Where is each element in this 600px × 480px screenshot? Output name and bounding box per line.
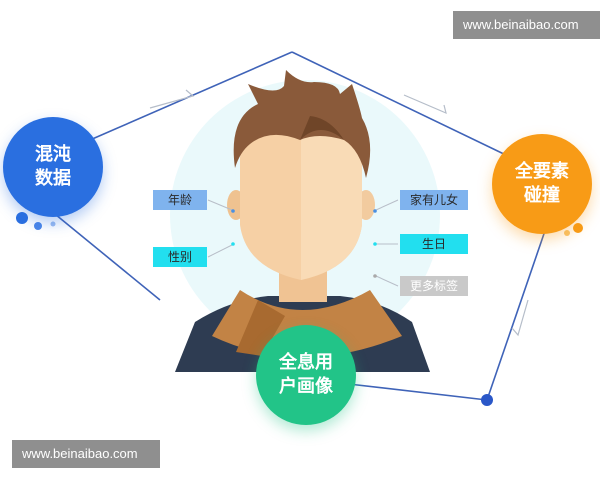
dot-navy	[481, 394, 493, 406]
circle-bottom-line1: 全息用	[279, 352, 333, 373]
circle-chaos-data: 混沌 数据	[3, 117, 103, 217]
circle-left-line1: 混沌	[35, 144, 71, 165]
tag-birthday: 生日	[400, 234, 468, 254]
circle-holographic-user-portrait: 全息用 户画像	[256, 325, 356, 425]
circle-right-line2: 碰撞	[524, 185, 560, 206]
arrow-marks	[149, 89, 529, 337]
dot-blue-2	[34, 222, 42, 230]
tag-connectors	[207, 199, 399, 287]
dot-blue-1	[16, 212, 28, 224]
dot-orange-1	[564, 230, 570, 236]
circle-right-line1: 全要素	[515, 161, 569, 182]
tag-gender: 性别	[153, 247, 207, 267]
tag-family: 家有儿女	[400, 190, 468, 210]
watermark-top: www.beinaibao.com	[453, 11, 600, 39]
tag-connector-points	[231, 209, 377, 278]
circle-full-element-collision: 全要素 碰撞	[492, 134, 592, 234]
dot-blue-3	[50, 221, 56, 227]
dot-orange-2	[573, 223, 583, 233]
tag-age: 年龄	[153, 190, 207, 210]
watermark-bottom: www.beinaibao.com	[12, 440, 160, 468]
tag-more: 更多标签	[400, 276, 468, 296]
person-illustration	[175, 70, 430, 372]
circle-bottom-line2: 户画像	[279, 376, 333, 397]
circle-left-line2: 数据	[35, 168, 71, 189]
